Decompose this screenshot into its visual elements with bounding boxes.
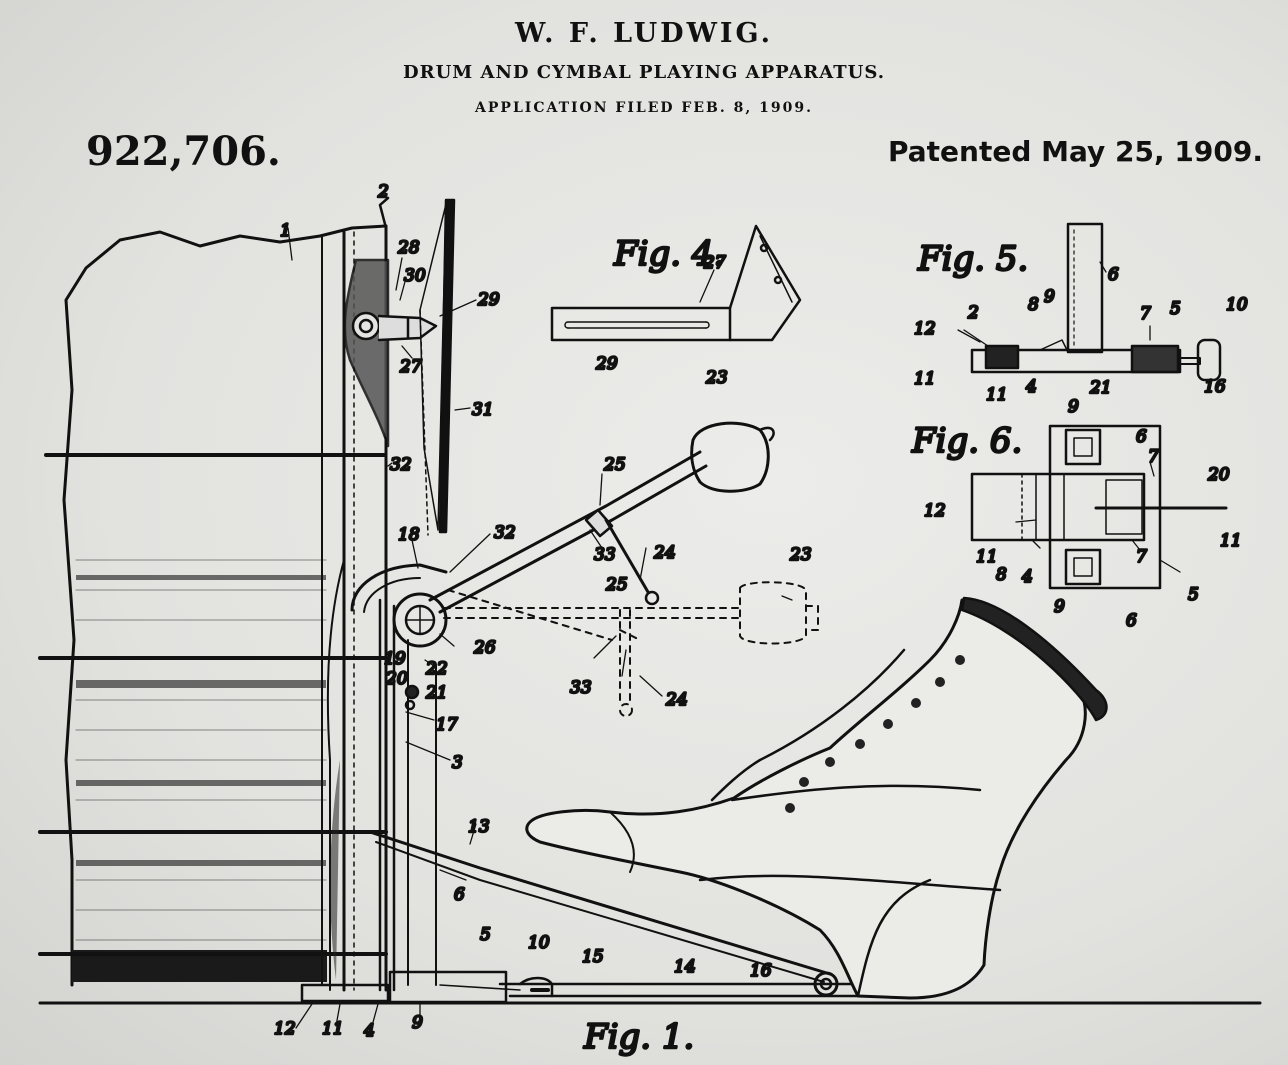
label-12: 12	[274, 1019, 296, 1039]
fig5-label-8: 8	[1028, 295, 1039, 315]
patent-number: 922,706.	[86, 128, 281, 175]
fig4-label-29: 29	[595, 354, 618, 374]
beater-arm	[428, 421, 775, 614]
fig6-caption: Fig. 6.	[911, 421, 1022, 461]
patent-date: Patented May 25, 1909.	[888, 135, 1263, 168]
fig6-label-20: 20	[1207, 465, 1230, 485]
fig5-label-2: 2	[967, 303, 979, 323]
label-3: 3	[452, 753, 463, 773]
label-21: 21	[425, 683, 448, 703]
beater-bracket	[343, 258, 438, 448]
shoe	[525, 596, 1108, 1000]
fig1-caption: Fig. 1.	[583, 1017, 694, 1057]
fig1-labels: 1 2 28 30 29 27 31 32 18 32 25 23 33 24 …	[273, 181, 813, 1043]
fig5-label-10: 10	[1226, 295, 1248, 315]
label-10: 10	[528, 933, 550, 953]
fig6-label-7a: 7	[1148, 447, 1159, 467]
fig6-label-11b: 11	[976, 547, 998, 567]
fig5-label-11a: 11	[914, 369, 936, 389]
label-33a: 33	[594, 545, 616, 565]
fig6-label-9b: 9	[1054, 597, 1065, 617]
fig6-label-4: 4	[1021, 567, 1033, 587]
label-9: 9	[412, 1013, 423, 1033]
fig5-label-16: 16	[1204, 377, 1226, 397]
fig6-clamp	[970, 424, 1228, 590]
label-27: 27	[399, 357, 422, 377]
label-15: 15	[582, 947, 604, 967]
label-14: 14	[674, 957, 696, 977]
fig6-label-7b: 7	[1136, 547, 1147, 567]
label-5: 5	[480, 925, 491, 945]
patent-title: DRUM AND CYMBAL PLAYING APPARATUS.	[403, 62, 885, 83]
fig5-caption: Fig. 5.	[917, 239, 1028, 279]
label-30: 30	[404, 266, 426, 286]
fig6-label-9a: 9	[1068, 397, 1079, 417]
fig6-label-6a: 6	[1136, 427, 1147, 447]
fig5-label-4: 4	[1025, 377, 1037, 397]
label-20: 20	[385, 669, 408, 689]
label-16: 16	[750, 961, 772, 981]
label-32b: 32	[494, 523, 516, 543]
label-29: 29	[477, 290, 500, 310]
fig4-caption: Fig. 4.	[613, 234, 724, 274]
label-23b: 23	[789, 545, 812, 565]
fig6-leaders	[1015, 461, 1181, 573]
label-19: 19	[384, 649, 406, 669]
fig5-leaders	[957, 261, 1151, 347]
cymbal	[419, 198, 456, 536]
label-23a: 23	[705, 368, 728, 388]
label-22: 22	[425, 659, 448, 679]
fig6-label-5: 5	[1188, 585, 1199, 605]
label-17: 17	[436, 715, 458, 735]
pedal-standard	[329, 563, 508, 1004]
filing-date: APPLICATION FILED FEB. 8, 1909.	[475, 100, 813, 116]
fig5-label-5: 5	[1170, 299, 1181, 319]
beater-dashed-position	[443, 581, 819, 717]
drum-shell	[38, 224, 388, 987]
inventor-name: W. F. LUDWIG.	[514, 18, 774, 49]
fig5-label-11b: 11	[986, 385, 1008, 405]
fig4-label-27: 27	[703, 253, 726, 273]
fig6-label-8: 8	[996, 565, 1007, 585]
label-6: 6	[454, 885, 465, 905]
label-24a: 24	[653, 543, 676, 563]
label-24b: 24	[665, 690, 688, 710]
label-28: 28	[397, 238, 420, 258]
label-4: 4	[363, 1021, 375, 1041]
fig5-label-12: 12	[914, 319, 936, 339]
fig5-label-21: 21	[1089, 378, 1112, 398]
fig5-label-9: 9	[1044, 287, 1055, 307]
label-18: 18	[398, 525, 420, 545]
fig6-label-6b: 6	[1126, 611, 1137, 631]
label-2: 2	[377, 182, 389, 202]
fig5-label-6: 6	[1108, 265, 1119, 285]
label-31: 31	[472, 400, 494, 420]
label-13: 13	[468, 817, 490, 837]
label-1: 1	[280, 221, 291, 241]
label-11: 11	[322, 1019, 344, 1039]
label-25b: 25	[605, 575, 628, 595]
fig6-label-11a: 11	[1220, 531, 1242, 551]
fig4-bracket	[550, 224, 802, 342]
fig6-label-12: 12	[924, 501, 946, 521]
label-25a: 25	[603, 455, 626, 475]
label-32a: 32	[390, 455, 412, 475]
label-26: 26	[473, 638, 496, 658]
fig5-clamp	[970, 222, 1222, 382]
fig1-leaders	[287, 227, 793, 1029]
pedal-assembly	[368, 830, 862, 998]
fig5-label-7: 7	[1140, 304, 1151, 324]
label-33b: 33	[570, 678, 592, 698]
